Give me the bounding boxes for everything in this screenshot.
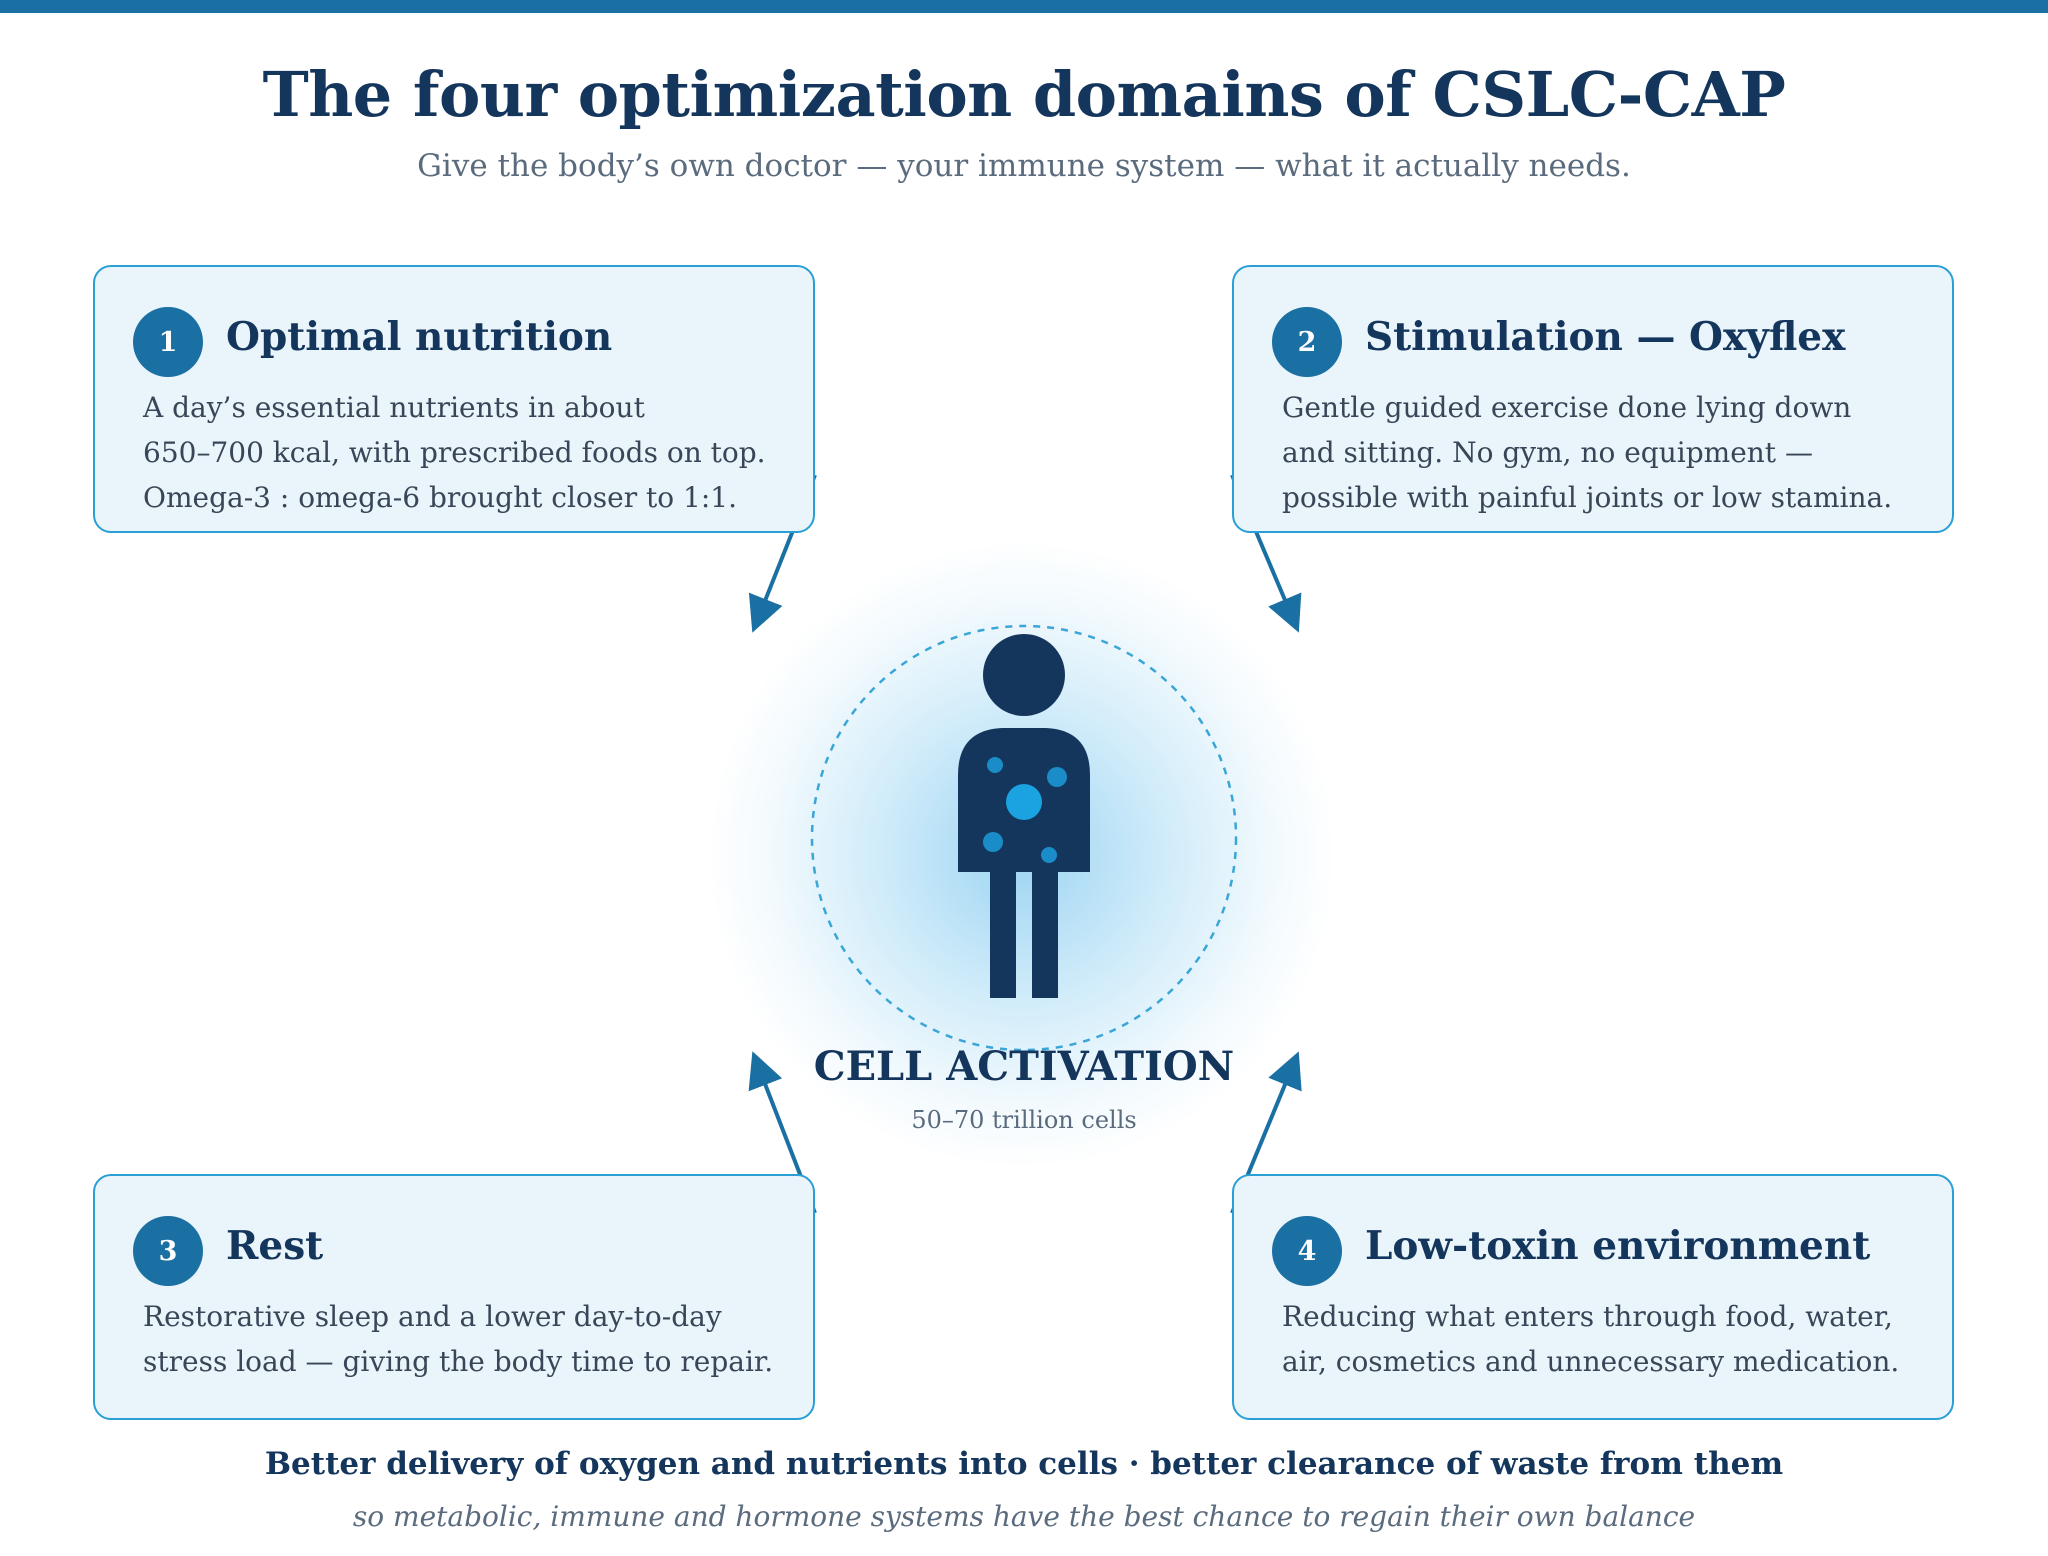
page-title: The four optimization domains of CSLC-CA… xyxy=(262,58,1786,131)
card-line: Gentle guided exercise done lying down xyxy=(1282,391,1852,424)
cell-dot xyxy=(987,757,1003,773)
card-body: A day’s essential nutrients in about 650… xyxy=(143,385,793,520)
figure-leg-left xyxy=(990,868,1016,998)
card-line: Reducing what enters through food, water… xyxy=(1282,1300,1893,1333)
figure-leg-right xyxy=(1032,868,1058,998)
card-line: and sitting. No gym, no equipment — xyxy=(1282,436,1813,469)
card-title: Low-toxin environment xyxy=(1365,1223,1871,1269)
card-line: A day’s essential nutrients in about xyxy=(143,391,645,424)
number-badge: 2 xyxy=(1272,307,1342,377)
card-line: Restorative sleep and a lower day-to-day xyxy=(143,1300,722,1333)
domain-card-rest: 3 Rest Restorative sleep and a lower day… xyxy=(93,1174,815,1420)
card-title: Rest xyxy=(226,1223,324,1269)
card-line: 650–700 kcal, with prescribed foods on t… xyxy=(143,436,766,469)
footer-note: so metabolic, immune and hormone systems… xyxy=(352,1500,1696,1533)
cell-dot xyxy=(983,832,1003,852)
card-line: possible with painful joints or low stam… xyxy=(1282,481,1893,514)
card-line: air, cosmetics and unnecessary medicatio… xyxy=(1282,1345,1900,1378)
cell-dot xyxy=(1047,767,1067,787)
cell-dot-large xyxy=(1006,784,1042,820)
figure-head xyxy=(983,634,1065,716)
domain-card-stimulation: 2 Stimulation — Oxyflex Gentle guided ex… xyxy=(1232,265,1954,533)
page-subtitle: Give the body’s own doctor — your immune… xyxy=(417,148,1631,184)
card-title: Optimal nutrition xyxy=(226,314,613,360)
cell-dot xyxy=(1041,847,1057,863)
top-accent-bar xyxy=(0,0,2048,13)
card-line: stress load — giving the body time to re… xyxy=(143,1345,774,1378)
card-title: Stimulation — Oxyflex xyxy=(1365,314,1846,360)
card-body: Reducing what enters through food, water… xyxy=(1282,1294,1932,1384)
number-badge: 3 xyxy=(133,1216,203,1286)
domain-card-environment: 4 Low-toxin environment Reducing what en… xyxy=(1232,1174,1954,1420)
card-body: Restorative sleep and a lower day-to-day… xyxy=(143,1294,793,1384)
cell-ring xyxy=(810,624,1238,1052)
card-line: Omega-3 : omega-6 brought closer to 1:1. xyxy=(143,481,737,514)
number-badge: 4 xyxy=(1272,1216,1342,1286)
footer-summary: Better delivery of oxygen and nutrients … xyxy=(264,1446,1784,1482)
number-badge: 1 xyxy=(133,307,203,377)
card-body: Gentle guided exercise done lying down a… xyxy=(1282,385,1932,520)
domain-card-nutrition: 1 Optimal nutrition A day’s essential nu… xyxy=(93,265,815,533)
center-label: CELL ACTIVATION xyxy=(813,1043,1235,1090)
center-sublabel: 50–70 trillion cells xyxy=(911,1106,1137,1134)
